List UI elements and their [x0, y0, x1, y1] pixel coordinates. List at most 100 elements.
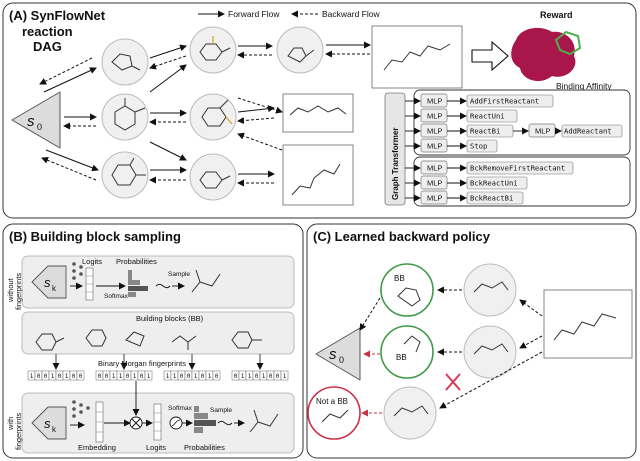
edge-forward: [237, 105, 275, 113]
mlp-box: [420, 108, 448, 123]
action-bck-react-bi: BckReactBi: [470, 194, 513, 203]
edge-s0-m1: [43, 67, 97, 93]
with-label: with: [6, 417, 15, 431]
action-add-first-reactant: AddFirstReactant: [470, 97, 539, 106]
edges-col3-final: [237, 41, 371, 151]
bb-label-2: BB: [396, 353, 407, 362]
graph-transformer-box: [384, 92, 406, 206]
molecule-sketch: [393, 405, 429, 417]
molecule-sketch: [397, 287, 421, 307]
molecule-sketch: [403, 335, 421, 353]
edge-backward: [237, 132, 283, 151]
molecule-sketch: [199, 43, 231, 61]
edge-forward: [149, 44, 187, 59]
s0-node: s 0: [11, 91, 61, 149]
action-stop: Stop: [470, 142, 487, 151]
fingerprint-bit: 1: [112, 373, 116, 380]
mlp-box: [420, 190, 448, 205]
fingerprint-bit: 1: [283, 373, 287, 380]
not-bb-circle: [307, 386, 361, 440]
sample-squiggle: [155, 283, 171, 289]
molecule-node: [189, 26, 237, 74]
fingerprint-bit: 1: [147, 373, 151, 380]
legend-forward-label: Forward Flow: [228, 9, 280, 19]
fingerprint-bit: 0: [140, 373, 144, 380]
molecule-node: [189, 153, 237, 201]
edge-forward: [149, 64, 187, 93]
molecule-sketch: [249, 409, 279, 433]
edge-s0-m3: [45, 149, 99, 172]
molecule-sketch: [199, 171, 231, 189]
reward-arrow: [471, 40, 509, 72]
mlp-label: MLP: [427, 142, 442, 151]
sk-subscript: k: [52, 284, 57, 293]
fingerprints-label: fingerprints: [14, 273, 23, 310]
cross-icon: [445, 373, 461, 391]
sk-node-2: [31, 406, 67, 440]
building-blocks-label: Building blocks (BB): [136, 314, 204, 323]
fingerprint-bit: 0: [187, 373, 191, 380]
s0-subscript: 0: [37, 122, 42, 132]
molecule-col3: [276, 26, 354, 206]
panel-a-title-line3: DAG: [33, 39, 62, 54]
s0-triangle: [11, 91, 61, 149]
panel-c-s0-triangle: [315, 327, 361, 381]
molecule-box: [282, 93, 354, 133]
fingerprint-bit: 1: [65, 373, 69, 380]
binding-affinity-label: Binding Affinity: [556, 81, 612, 91]
action-react-uni: ReactUni: [470, 112, 505, 121]
action-box: [466, 161, 574, 175]
logits-label-2: Logits: [146, 443, 166, 452]
softmax-curve: [171, 419, 181, 427]
reward-title: Reward: [540, 10, 573, 20]
embedding-vector: [95, 401, 104, 443]
forward-action-row-1: MLP ReactUni: [405, 108, 518, 123]
edge-backward: [237, 117, 275, 124]
molecule-node: [463, 325, 517, 379]
mlp-label: MLP: [427, 97, 442, 106]
mlp-box: [420, 175, 448, 190]
molecule-sketch: [114, 98, 146, 131]
molecule-highlight: [225, 116, 233, 125]
molecule-sketch: [473, 281, 509, 293]
molecule-sketch: [383, 43, 451, 71]
molecule-sketch: [289, 105, 347, 116]
action-bck-remove-first-reactant: BckRemoveFirstReactant: [470, 164, 565, 173]
mlp-label: MLP: [427, 164, 442, 173]
bb-circle-1: [380, 263, 434, 317]
s0-label: s: [27, 113, 35, 130]
fingerprint-bit: 0: [37, 373, 41, 380]
action-react-bi: ReactBi: [470, 127, 500, 136]
backward-action-row-0: MLP BckRemoveFirstReactant: [405, 160, 574, 175]
mlp-label: MLP: [427, 194, 442, 203]
molecule-sketch: [291, 163, 341, 196]
forward-action-row-3: MLP Stop: [405, 138, 498, 153]
molecule-node: [101, 38, 149, 86]
edge-backward: [519, 335, 543, 349]
panel-c-s0-subscript: 0: [339, 355, 344, 365]
molecule-sketch: [287, 47, 315, 63]
molecule-col1: [101, 38, 149, 199]
probability-bars: [128, 270, 148, 297]
action-box: [466, 191, 524, 205]
fingerprint-bit: 0: [72, 373, 76, 380]
fingerprint-bit: 1: [194, 373, 198, 380]
mlp-box: [420, 160, 448, 175]
fingerprint-bit: 1: [248, 373, 252, 380]
molecule-node: [101, 93, 149, 141]
molecule-sketch: [553, 313, 617, 341]
sample-squiggle-2: [217, 420, 233, 426]
fingerprint-bit: 1: [51, 373, 55, 380]
softmax-icon: [169, 416, 183, 430]
edge-backward: [519, 299, 543, 317]
mlp-box: [420, 123, 448, 138]
fingerprint-bit: 1: [30, 373, 34, 380]
building-block-molecules: [35, 329, 262, 351]
mlp-label: MLP: [535, 127, 550, 136]
fingerprint-bit: 1: [208, 373, 212, 380]
sample-label-2: Sample: [210, 407, 232, 414]
fingerprint-bit: 0: [234, 373, 238, 380]
edge-forward: [149, 141, 187, 161]
